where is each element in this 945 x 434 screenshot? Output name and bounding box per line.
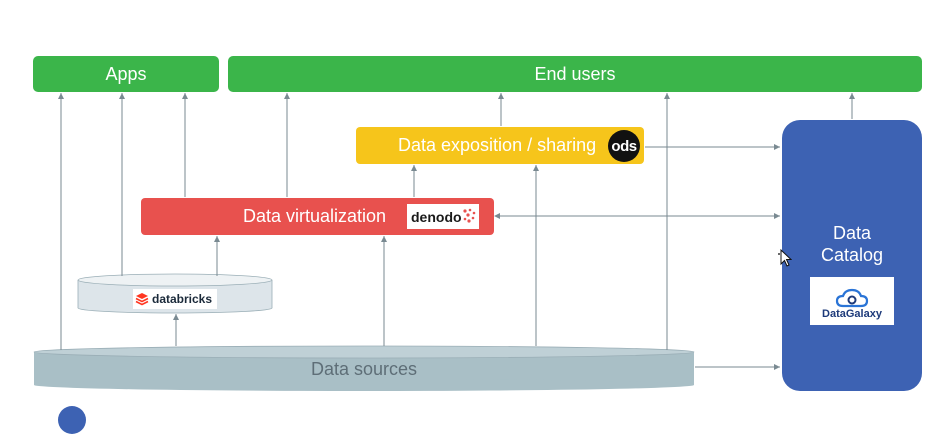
diagram-connectors: [33, 93, 855, 391]
end-users-box: End users: [228, 56, 922, 92]
data-catalog-label: Data Catalog: [820, 223, 884, 265]
arrow-lines: [58, 93, 855, 370]
data-sources-label: Data sources: [310, 359, 418, 379]
data-virtualization-box: Data virtualization denodo: [141, 198, 494, 235]
partial-circle-decoration: [58, 406, 86, 434]
ods-logo-text: ods: [611, 137, 637, 155]
apps-label: Apps: [105, 63, 147, 84]
datagalaxy-cloud-icon: [835, 288, 869, 308]
databricks-cylinder: [77, 273, 273, 314]
end-users-label: End users: [534, 63, 616, 84]
data-exposition-box: Data exposition / sharing ods: [356, 127, 644, 164]
databricks-icon: [135, 293, 149, 306]
data-virtualization-label: Data virtualization: [243, 206, 387, 226]
ods-logo: ods: [608, 130, 640, 162]
data-sources-cylinder: [33, 345, 695, 391]
architecture-diagram: Apps End users Data exposition / sharing…: [33, 56, 922, 434]
data-exposition-label: Data exposition / sharing: [398, 135, 597, 155]
databricks-logo-text: databricks: [152, 292, 213, 306]
data-catalog-box: Data Catalog DataGalaxy: [782, 120, 922, 391]
apps-box: Apps: [33, 56, 219, 92]
mouse-cursor-icon: [778, 249, 792, 267]
datagalaxy-logo-text: DataGalaxy: [822, 308, 882, 320]
databricks-logo: databricks: [133, 289, 217, 309]
datagalaxy-logo: DataGalaxy: [810, 277, 894, 325]
denodo-dots-icon: [463, 208, 476, 223]
denodo-logo-text: denodo: [411, 208, 462, 225]
denodo-logo: denodo: [407, 204, 479, 229]
